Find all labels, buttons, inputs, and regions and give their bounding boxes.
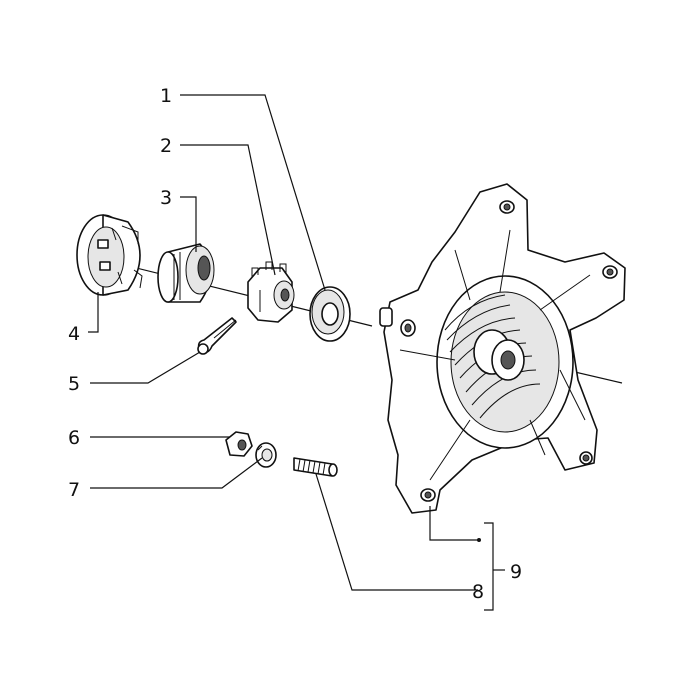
callout-1: 1: [160, 85, 172, 107]
leader-line-9: [429, 506, 478, 541]
washer-icon: [309, 286, 351, 342]
callout-6: 6: [68, 427, 80, 449]
leader-line-7: [90, 457, 263, 489]
cotter-pin-icon: [197, 317, 237, 355]
callout-labels: 1 2 3 4 5 6 7 8 9: [68, 85, 522, 603]
callout-8: 8: [472, 581, 484, 603]
dust-cap-icon: [76, 214, 143, 296]
castle-nut-icon: [247, 261, 295, 323]
leader-line-2: [180, 144, 276, 276]
leader-dot-9: [477, 538, 481, 542]
leader-line-8: [315, 473, 478, 591]
bracket-9: [484, 522, 494, 611]
callout-7: 7: [68, 479, 80, 501]
leader-line-5: [90, 351, 201, 384]
callout-4: 4: [68, 323, 80, 345]
leader-line-1: [180, 94, 326, 291]
callout-3: 3: [160, 187, 172, 209]
leader-lines: [88, 94, 505, 611]
leader-line-4: [88, 292, 99, 333]
wheel-hub-icon: [379, 183, 626, 514]
lock-washer-icon: [255, 442, 277, 468]
nut-icon: [225, 431, 253, 457]
callout-5: 5: [68, 373, 80, 395]
leader-line-3: [180, 196, 197, 252]
bearing-icon: [157, 243, 215, 303]
stud-bolt-icon: [293, 457, 338, 477]
callout-2: 2: [160, 135, 172, 157]
callout-9: 9: [510, 561, 522, 583]
